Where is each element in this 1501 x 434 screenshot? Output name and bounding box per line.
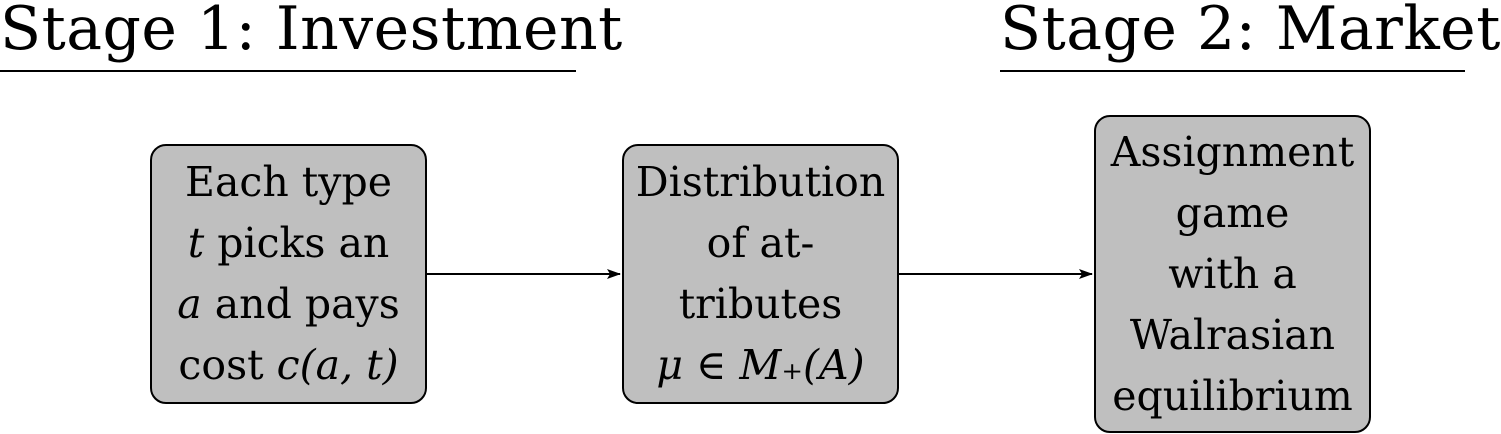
box-1-line-1-text: Each type	[185, 158, 392, 206]
assignment-game-box: Assignment game with a Walrasian equilib…	[1094, 115, 1371, 433]
distribution-box: Distribution of at- tributes μ ∈ M₊(A)	[622, 144, 899, 404]
stage-2-title: Stage 2: Market	[1000, 0, 1501, 64]
box-2-line-2: of at-	[706, 219, 815, 267]
box-1-line-3-text: and pays	[201, 280, 400, 328]
var-a: a	[177, 280, 202, 328]
box-3-line-4: Walrasian	[1129, 310, 1336, 359]
box-3-line-2: game	[1175, 188, 1290, 237]
box-1-line-2: t picks an	[188, 213, 390, 274]
box-2-line-3: tributes	[678, 280, 843, 328]
box-2-line-1: Distribution	[635, 158, 886, 206]
box-3-line-1: Assignment	[1110, 127, 1355, 176]
box-1-line-4: cost c(a, t)	[178, 335, 398, 396]
cost-function: c(a, t)	[276, 341, 399, 389]
box-3-line-3: with a	[1168, 249, 1297, 298]
box-1-line-4-text: cost	[178, 341, 277, 389]
distribution-formula: μ ∈ M₊(A)	[656, 341, 865, 389]
box-1-line-2-text: picks an	[204, 219, 390, 267]
stage-2-underline	[1000, 70, 1465, 72]
box-1-line-3: a and pays	[177, 274, 400, 335]
investment-choice-box: Each type t picks an a and pays cost c(a…	[150, 144, 427, 404]
stage-1-underline	[0, 70, 576, 72]
box-3-line-5: equilibrium	[1112, 371, 1353, 420]
var-t: t	[187, 219, 205, 267]
flow-arrows	[427, 269, 1093, 279]
box-1-line-1: Each type	[185, 152, 392, 213]
stage-1-title: Stage 1: Investment	[0, 0, 623, 64]
